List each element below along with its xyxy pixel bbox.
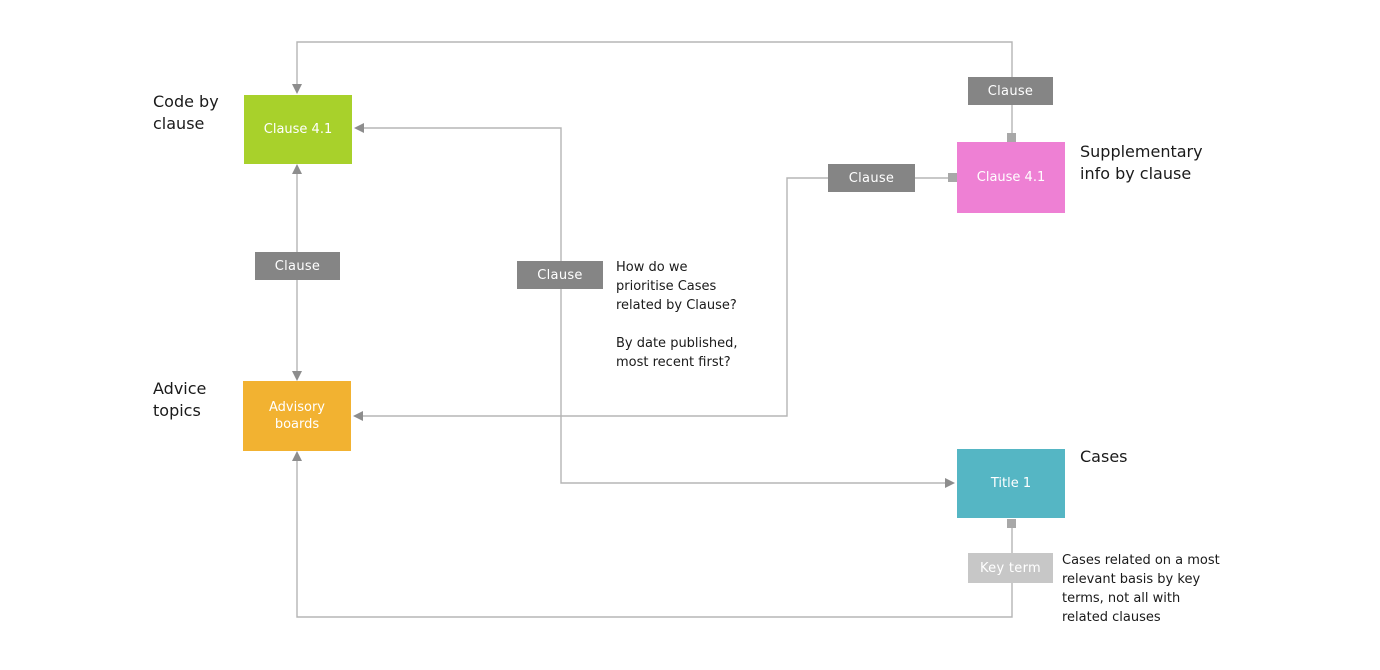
annotation-prioritise-question: How do we prioritise Cases related by Cl… bbox=[616, 260, 738, 370]
edge-supplementary-to-code bbox=[296, 41, 1013, 133]
edge-label-clause-left: Clause bbox=[255, 252, 340, 280]
endpoint-square-supplementary-left bbox=[948, 173, 957, 182]
node-advisory-boards: Advisory boards bbox=[243, 381, 351, 451]
node-cases-title: Title 1 bbox=[957, 449, 1065, 518]
title-advice-topics: Advice topics bbox=[153, 379, 207, 420]
title-cases: Cases bbox=[1080, 447, 1128, 466]
arrowhead-into-advice-top bbox=[292, 371, 302, 381]
node-advisory-boards-label: Advisory boards bbox=[269, 400, 325, 432]
arrowhead-into-advice-right bbox=[353, 411, 363, 421]
node-code-by-clause-label: Clause 4.1 bbox=[263, 122, 333, 137]
node-code-by-clause: Clause 4.1 bbox=[244, 95, 352, 164]
edge-label-key-term: Key term bbox=[968, 553, 1053, 583]
node-supplementary-clause: Clause 4.1 bbox=[957, 142, 1065, 213]
annotation-key-term-note: Cases related on a most relevant basis b… bbox=[1062, 553, 1220, 625]
edge-code-cases bbox=[363, 127, 946, 484]
arrowhead-into-code-right bbox=[354, 123, 364, 133]
edge-label-clause-middle: Clause bbox=[517, 261, 603, 289]
node-cases-title-label: Title 1 bbox=[990, 476, 1032, 491]
title-supplementary-info: Supplementary info by clause bbox=[1080, 142, 1203, 183]
title-code-by-clause: Code by clause bbox=[153, 92, 219, 133]
arrowhead-into-cases-left bbox=[945, 478, 955, 488]
edge-label-clause-top: Clause bbox=[968, 77, 1053, 105]
arrowhead-into-code-top bbox=[292, 84, 302, 94]
edge-label-clause-right: Clause bbox=[828, 164, 915, 192]
endpoint-square-cases-bottom bbox=[1007, 519, 1016, 528]
node-supplementary-clause-label: Clause 4.1 bbox=[976, 170, 1046, 185]
endpoint-square-supplementary-top bbox=[1007, 133, 1016, 142]
arrowhead-into-advice-bottom bbox=[292, 451, 302, 461]
arrowhead-into-code-bottom bbox=[292, 164, 302, 174]
edge-cases-to-advice bbox=[296, 461, 1013, 618]
